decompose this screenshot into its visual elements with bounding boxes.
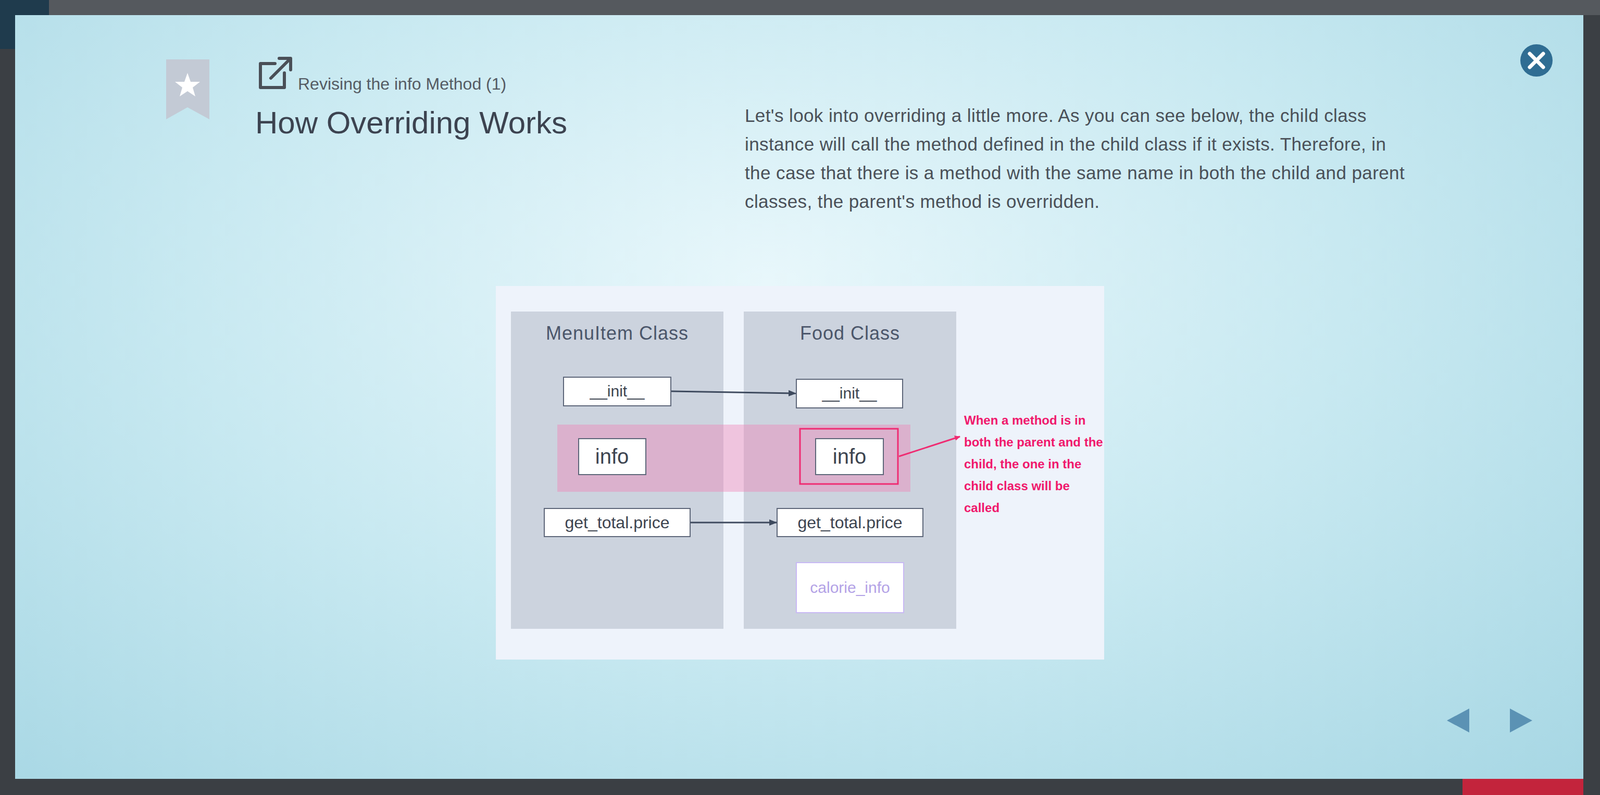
method-name: calorie_info xyxy=(809,578,890,597)
method-band xyxy=(557,424,911,492)
column-heading: Food Class xyxy=(743,321,957,345)
external-link-icon xyxy=(260,58,291,88)
bookmark-icon xyxy=(166,59,210,120)
override-outline xyxy=(800,428,898,484)
prev-arrow xyxy=(1446,708,1470,733)
close-button xyxy=(1520,44,1553,77)
inherit-arrow xyxy=(690,521,777,524)
slide-title: How Overriding Works xyxy=(255,103,568,143)
title-wrap: How Overriding Works xyxy=(255,103,568,143)
callout-leader xyxy=(898,436,960,457)
column-heading: MenuItem Class xyxy=(510,321,724,345)
callout-note: When a method is in both the parent and … xyxy=(964,409,1104,519)
page-top-bar xyxy=(0,0,1600,16)
method-box: __init__ xyxy=(563,376,672,407)
method-box: info xyxy=(815,438,884,475)
lesson-paragraph-wrap: Let's look into overriding a little more… xyxy=(744,101,1417,216)
lesson-paragraph: Let's look into overriding a little more… xyxy=(744,101,1417,216)
method-name: info xyxy=(595,443,630,469)
method-name: get_total.price xyxy=(797,512,903,533)
lesson-subtitle-wrap: Revising the info Method (1) xyxy=(297,71,507,96)
inherit-arrow xyxy=(671,391,796,394)
method-name: get_total.price xyxy=(564,512,670,533)
method-box: get_total.price xyxy=(543,507,691,537)
method-name: __init__ xyxy=(589,381,645,401)
method-box: info xyxy=(578,438,647,475)
method-name: info xyxy=(832,443,867,469)
method-name: __init__ xyxy=(821,383,877,403)
next-arrow xyxy=(1509,708,1533,733)
callout-note-wrap: When a method is in both the parent and … xyxy=(964,409,1104,519)
method-box: __init__ xyxy=(795,378,904,409)
lesson-subtitle: Revising the info Method (1) xyxy=(297,71,507,96)
new-method-box: calorie_info xyxy=(795,561,905,614)
method-box: get_total.price xyxy=(776,507,924,537)
